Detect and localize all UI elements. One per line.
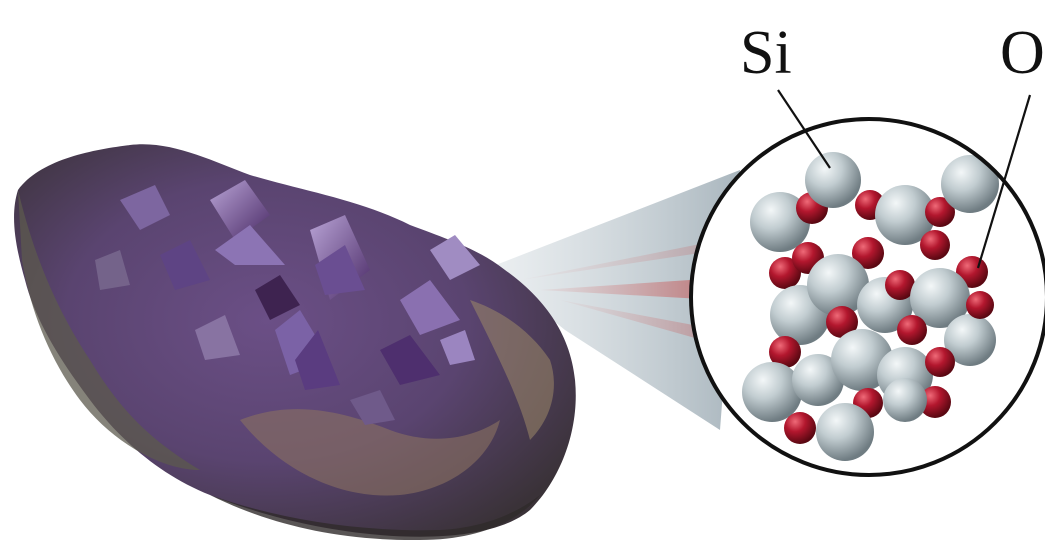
si-atom bbox=[883, 378, 927, 422]
o-atom bbox=[897, 315, 927, 345]
si-atom bbox=[816, 403, 874, 461]
si-atom bbox=[742, 362, 802, 422]
o-atom bbox=[920, 230, 950, 260]
zoom-circle-icon bbox=[691, 119, 1045, 475]
o-atom bbox=[784, 412, 816, 444]
amethyst-geode-icon bbox=[14, 144, 576, 540]
o-atom bbox=[966, 291, 994, 319]
silicon-label: Si bbox=[740, 22, 792, 84]
oxygen-label: O bbox=[1000, 22, 1045, 84]
si-atom bbox=[941, 155, 999, 213]
si-atom bbox=[805, 152, 861, 208]
o-atom bbox=[925, 347, 955, 377]
